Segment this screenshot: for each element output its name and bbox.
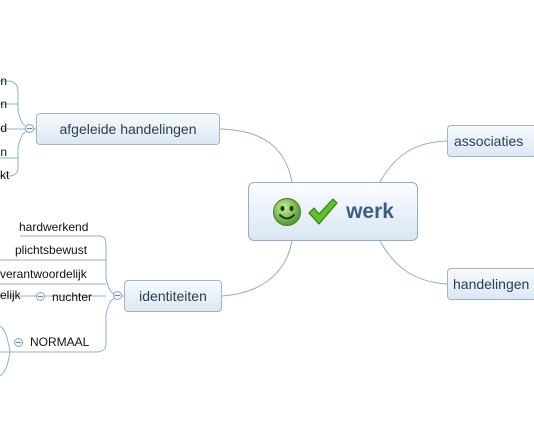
topic-label: identiteiten [139, 288, 207, 304]
subtopic-afgeleide-2[interactable]: n [0, 97, 7, 111]
subtopic-afgeleide-5[interactable]: kt [0, 168, 10, 182]
topic-handelingen[interactable]: handelingen [447, 268, 534, 300]
topic-afgeleide-handelingen[interactable]: afgeleide handelingen [36, 113, 220, 145]
subtopic-afgeleide-4[interactable]: n [0, 145, 7, 159]
topic-associaties[interactable]: associaties [447, 125, 534, 157]
subtopic-plichtsbewust[interactable]: plichtsbewust [15, 243, 88, 257]
subtopic-normaal[interactable]: NORMAAL [30, 335, 90, 349]
subtopic-afgeleide-3[interactable]: d [0, 121, 7, 135]
smiley-icon [273, 197, 302, 226]
subtopic-elijk[interactable]: elijk [0, 288, 21, 302]
checkmark-icon [308, 197, 338, 225]
subtopic-hardwerkend[interactable]: hardwerkend [19, 220, 89, 234]
topic-identiteiten[interactable]: identiteiten [124, 280, 222, 312]
topic-label: afgeleide handelingen [59, 121, 197, 137]
topic-label: associaties [454, 133, 524, 149]
subtopic-afgeleide-1[interactable]: n [0, 74, 7, 88]
collapse-toggle-afgeleide[interactable] [25, 124, 34, 133]
collapse-toggle-normaal[interactable] [14, 338, 23, 347]
collapse-toggle-nuchter[interactable] [36, 292, 45, 301]
subtopic-nuchter[interactable]: nuchter [52, 290, 93, 304]
topic-label: handelingen [453, 276, 530, 292]
central-topic-title: werk [346, 199, 394, 223]
subtopic-verantwoordelijk[interactable]: verantwoordelijk [0, 267, 87, 281]
central-topic[interactable]: werk [248, 182, 418, 241]
collapse-toggle-identiteiten[interactable] [113, 291, 122, 300]
